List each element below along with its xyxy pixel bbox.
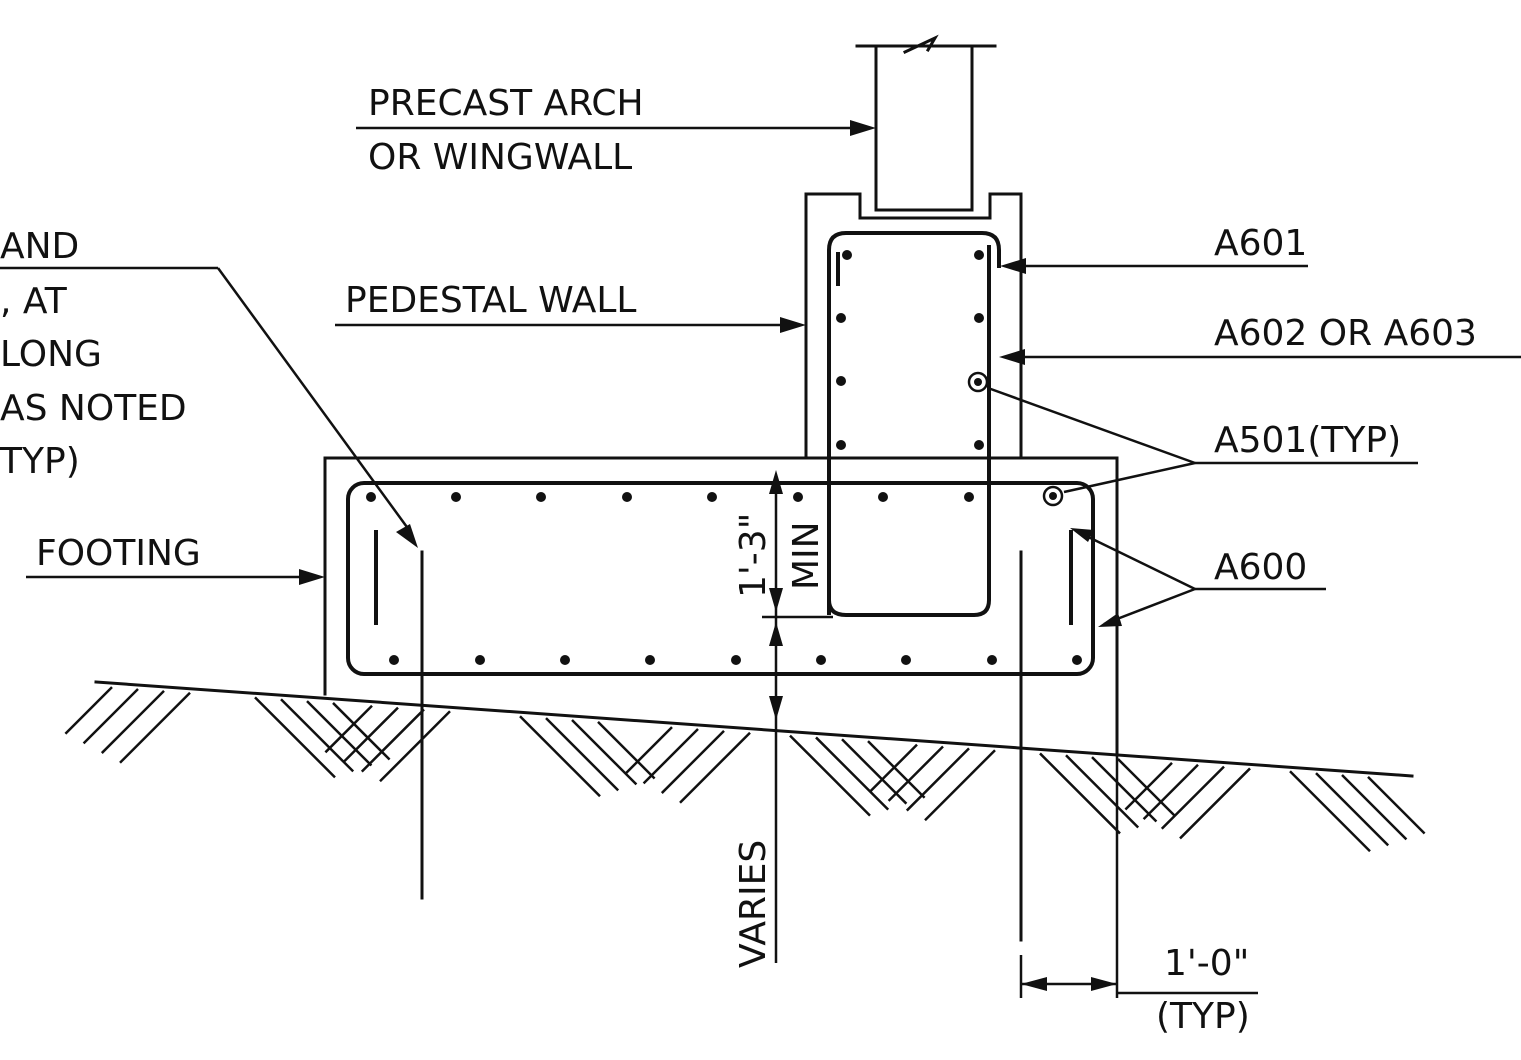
rebar-dots — [366, 250, 1082, 665]
a501-label: A501(TYP) — [1214, 420, 1401, 461]
ground-hatch — [64, 680, 1426, 853]
footing-label: FOOTING — [36, 533, 201, 574]
pedestal-wall-label: PEDESTAL WALL — [345, 280, 636, 321]
dowel-label-2: , AT — [0, 281, 68, 322]
a601-label: A601 — [1214, 223, 1307, 264]
footing-rebar-hoop — [346, 481, 1095, 676]
pedestal-rebar-u — [827, 231, 1001, 615]
precast-arch-label-2: OR WINGWALL — [368, 137, 632, 178]
precast-arch-label: PRECAST ARCH — [368, 83, 644, 124]
min-label: MIN — [786, 521, 827, 590]
dowel-label-5: TYP) — [0, 441, 80, 482]
dowel-label-1: AND — [0, 226, 79, 267]
a501-bar-wall — [967, 371, 989, 393]
a600-label: A600 — [1214, 547, 1307, 588]
dowel-label-3: LONG — [0, 334, 102, 375]
precast-arch-stub — [855, 34, 997, 212]
dowel-label-4: AS NOTED — [0, 388, 187, 429]
a602-a603-label: A602 OR A603 — [1214, 313, 1477, 354]
min-cover-dimension: 1'-3" — [733, 513, 774, 598]
footing-outline — [323, 456, 1119, 757]
leaders — [0, 120, 1521, 627]
typ-dimension-value: 1'-0" — [1164, 943, 1249, 984]
typ-dimension-label: (TYP) — [1156, 996, 1250, 1037]
pedestal-wall-outline — [804, 192, 1023, 460]
dimensions — [762, 470, 1258, 998]
a501-bar-footing — [1042, 485, 1064, 507]
varies-dimension: VARIES — [733, 840, 774, 968]
